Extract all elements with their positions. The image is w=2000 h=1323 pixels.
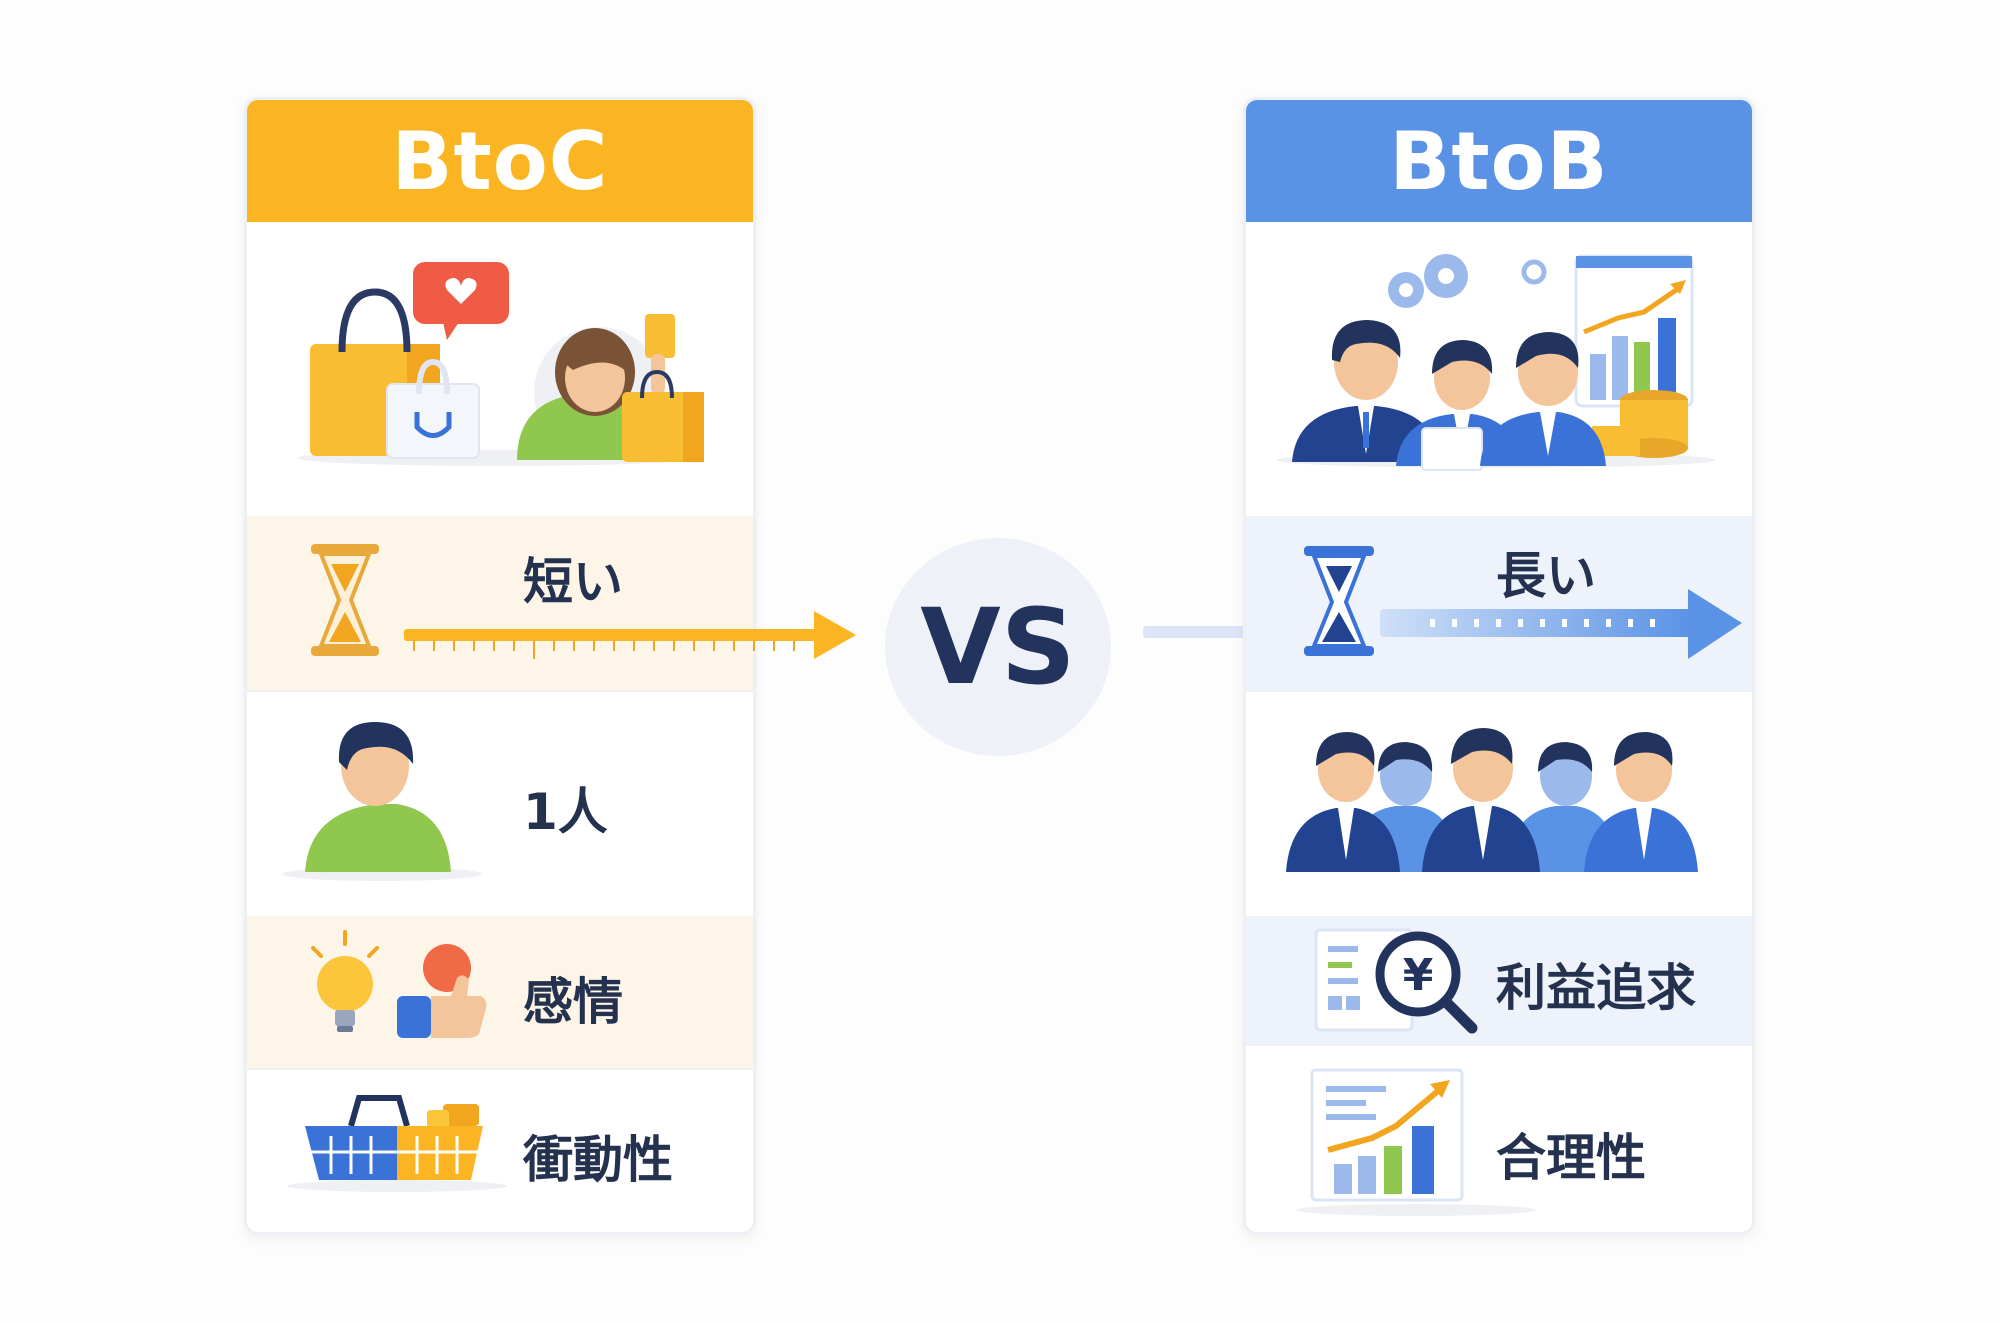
btoc-impulse-label: 衝動性 <box>523 1131 673 1189</box>
growth-chart-report-icon <box>1296 1068 1536 1216</box>
vs-badge: VS <box>885 538 1111 756</box>
btob-header: BtoB <box>1246 100 1752 222</box>
business-meeting-icon <box>1276 254 1716 471</box>
btoc-header: BtoC <box>247 100 753 222</box>
hourglass-icon <box>311 544 379 656</box>
btob-profit-label: 利益追求 <box>1496 959 1696 1017</box>
shopping-scene-icon <box>297 262 704 466</box>
btob-duration-row: 長い <box>1246 516 1752 690</box>
btoc-emotion-label: 感情 <box>523 973 623 1031</box>
lightbulb-thumbs-up-icon <box>311 930 487 1038</box>
btob-meeting-row <box>1246 222 1752 516</box>
hourglass-icon <box>1304 546 1374 656</box>
btob-duration-label: 長い <box>1496 547 1596 605</box>
btob-decision-row <box>1246 690 1752 918</box>
yen-magnifier-report-icon: ¥ <box>1314 928 1478 1034</box>
btoc-decision-label: 1人 <box>523 783 608 841</box>
btob-rational-label: 合理性 <box>1496 1129 1646 1187</box>
btob-rational-row: 合理性 <box>1246 1044 1752 1232</box>
long-timeline-arrow <box>1380 589 1742 659</box>
business-group-icon <box>1286 728 1698 872</box>
yen-icon: ¥ <box>1403 950 1434 1001</box>
btoc-emotion-row: 感情 <box>247 916 753 1068</box>
btoc-card: BtoC <box>244 97 756 1235</box>
btoc-shopping-row <box>247 222 753 516</box>
btoc-duration-label: 短い <box>523 553 623 611</box>
btoc-decision-row: 1人 <box>247 690 753 918</box>
btoc-impulse-row: 衝動性 <box>247 1068 753 1232</box>
btob-profit-row: ¥ 利益追求 <box>1246 916 1752 1044</box>
person-icon <box>282 722 482 881</box>
short-timeline-arrow <box>404 611 856 659</box>
shopping-basket-icon <box>287 1095 507 1192</box>
btoc-duration-row: 短い <box>247 516 753 690</box>
btob-card: BtoB <box>1243 97 1755 1235</box>
